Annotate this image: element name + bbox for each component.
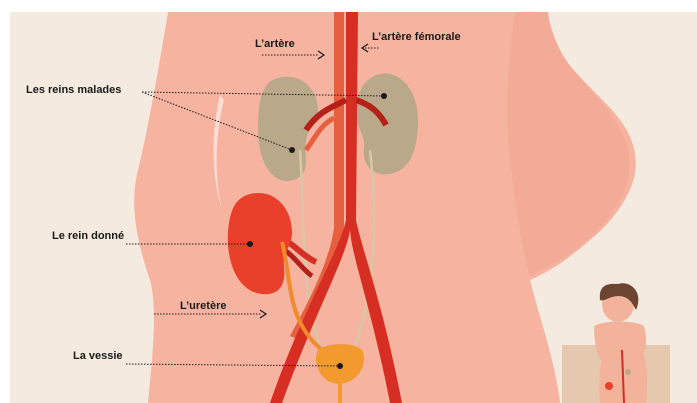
label-vessie: La vessie	[73, 350, 123, 363]
label-rein-donne: Le rein donné	[52, 230, 124, 243]
thumbnail-kidney	[605, 382, 613, 390]
label-uretere: L’uretère	[180, 300, 226, 313]
label-artere: L’artère	[255, 38, 295, 51]
label-artere-femorale: L’artère fémorale	[372, 31, 461, 44]
thumbnail-diseased-kidney	[625, 369, 631, 375]
thumbnail-torso	[594, 322, 646, 361]
label-reins-malades: Les reins malades	[26, 84, 121, 97]
